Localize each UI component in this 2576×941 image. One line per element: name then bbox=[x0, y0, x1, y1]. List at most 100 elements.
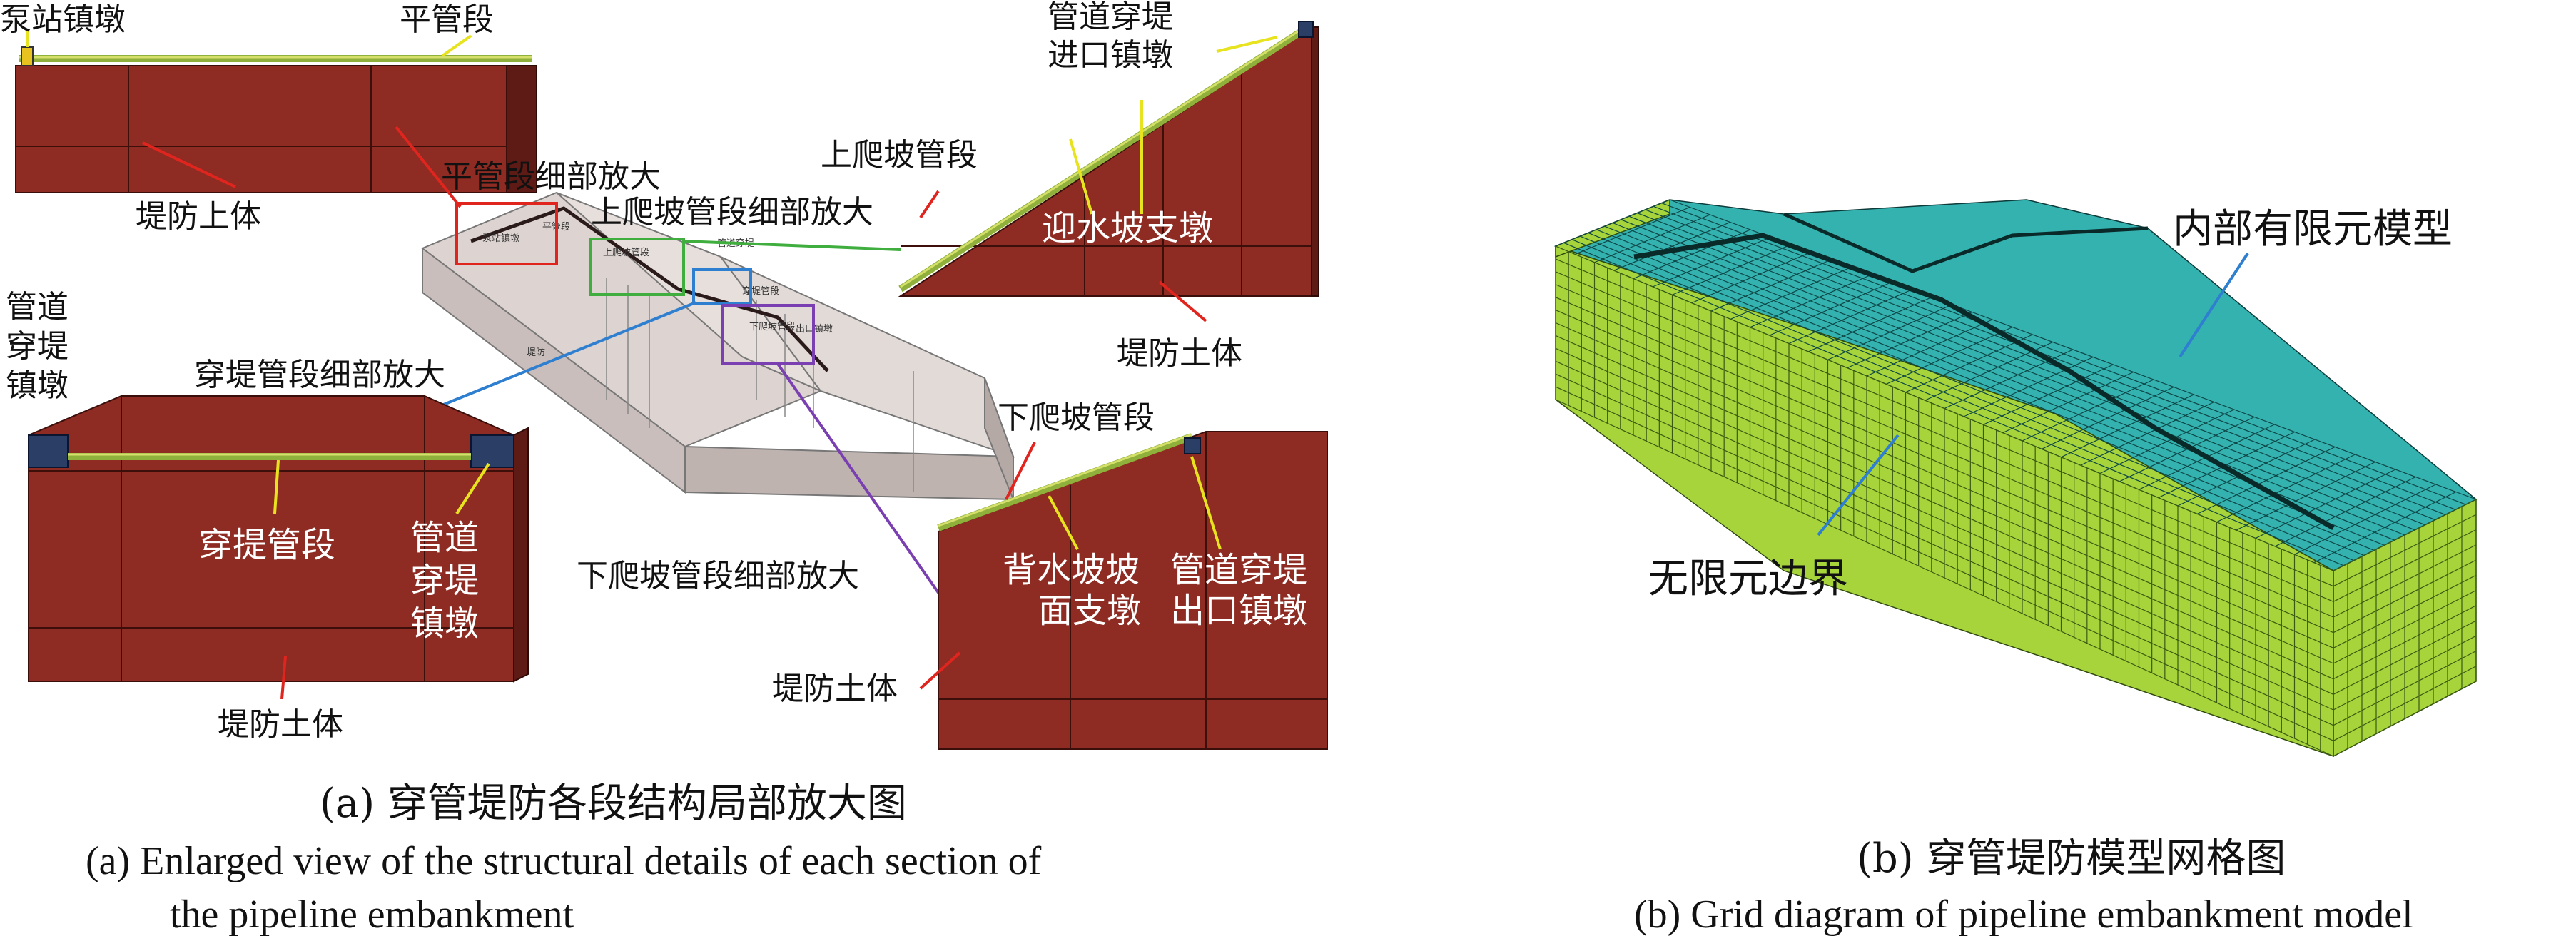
overview-tiny-label: 穿堤管段 bbox=[742, 285, 779, 297]
mesh-gridline bbox=[1628, 215, 2425, 526]
mesh-gridline bbox=[1555, 271, 2334, 602]
overview-pipe bbox=[470, 206, 829, 372]
crossing-pier-right bbox=[470, 434, 514, 468]
overview-front-right bbox=[684, 445, 1014, 501]
uphill-pipe-highlight bbox=[900, 25, 1307, 288]
label-inlet-pier-1: 管道穿堤 bbox=[1048, 0, 1173, 35]
leader-downstream-support bbox=[1048, 495, 1079, 550]
mesh-gridline bbox=[2333, 559, 2477, 634]
mesh-gridline bbox=[2333, 544, 2477, 618]
caption-a-cn: (a) 穿管堤防各段结构局部放大图 bbox=[320, 780, 907, 827]
label-embankment-top: 堤防上体 bbox=[136, 198, 261, 235]
leader-inlet-pier bbox=[1216, 36, 1278, 53]
zoom-box-flat bbox=[455, 202, 558, 265]
mesh-gridline bbox=[1645, 209, 2446, 515]
mesh-gridline bbox=[2333, 499, 2477, 571]
label-crossing-pier-2: 穿堤 bbox=[6, 328, 69, 365]
uphill-block-side bbox=[1311, 26, 1319, 297]
mesh-gridline bbox=[2333, 681, 2477, 757]
mesh-gridline bbox=[1555, 297, 2334, 634]
label-infinite-boundary: 无限元边界 bbox=[1648, 556, 1848, 602]
mesh-gridline bbox=[1555, 399, 2334, 757]
mesh-gridline bbox=[1637, 213, 2436, 521]
mesh-ridge-trace bbox=[1783, 212, 2149, 273]
leader-crossing-pipe bbox=[273, 459, 280, 514]
overview-model: 泵站镇墩 平管段 上爬坡管段 管道穿堤 穿堤管段 下爬坡管段 出口镇墩 堤防 bbox=[385, 126, 1015, 597]
mesh-gridline bbox=[2333, 605, 2477, 680]
label-downstream-support-2: 面支墩 bbox=[1038, 591, 1141, 631]
label-inlet-pier-2: 进口镇墩 bbox=[1048, 37, 1173, 73]
panel-a: 泵站镇墩 平管段 堤防上体 管道穿堤 进口镇墩 上爬坡管段 迎水坡支墩 堤防土体 bbox=[0, 0, 1328, 937]
mesh-gridline bbox=[1555, 284, 2334, 618]
mesh-gridline bbox=[1555, 335, 2334, 680]
infinite-mesh-lines bbox=[1555, 245, 2477, 757]
label-crossing-pier-b-1: 管道 bbox=[410, 518, 479, 558]
downhill-section-block bbox=[919, 431, 1328, 750]
uphill-pipe bbox=[898, 25, 1308, 293]
mesh-gridline bbox=[1555, 347, 2334, 695]
label-downstream-support-1: 背水坡坡 bbox=[1003, 550, 1140, 590]
label-crossing-pier-b-2: 穿堤 bbox=[410, 561, 479, 601]
mesh-gridline bbox=[1555, 386, 2334, 741]
zoom-box-uphill bbox=[589, 238, 685, 296]
mesh-gridline bbox=[2333, 589, 2477, 664]
leader-soil-lower bbox=[919, 651, 961, 690]
leader-embankment-top bbox=[142, 141, 236, 188]
mesh-gridline bbox=[1555, 245, 2334, 571]
label-crossing-zoom: 穿堤管段细部放大 bbox=[194, 357, 445, 393]
flat-block-front bbox=[15, 65, 507, 193]
mesh-gridline bbox=[1555, 373, 2334, 726]
pump-pier-marker bbox=[21, 46, 34, 66]
mesh-gridline bbox=[1661, 203, 2466, 505]
mesh-gridline bbox=[2333, 620, 2477, 695]
mesh-gridline bbox=[1563, 242, 2344, 566]
label-fe-model: 内部有限元模型 bbox=[2173, 206, 2453, 253]
overview-hatch bbox=[606, 278, 914, 492]
leader-flat-section bbox=[441, 34, 472, 57]
mesh-gridline bbox=[1555, 310, 2334, 648]
leader-outlet-pier bbox=[1190, 456, 1222, 550]
panel-b: 内部有限元模型 无限元边界 (b) 穿管堤防模型网格图 (b) Grid dia… bbox=[1553, 198, 2478, 937]
mesh-gridline bbox=[2333, 635, 2477, 711]
crossing-block-side bbox=[513, 427, 529, 683]
mesh-gridline bbox=[1596, 229, 2385, 546]
leader-infinite-boundary bbox=[1817, 434, 1900, 536]
mesh-gridline bbox=[1580, 235, 2365, 556]
leader-uphill-section bbox=[919, 190, 940, 219]
mesh-pipe-trace bbox=[1633, 233, 2335, 531]
connector-downhill bbox=[776, 362, 942, 597]
inlet-pier-marker bbox=[1298, 21, 1314, 38]
connector-uphill bbox=[683, 240, 901, 251]
overview-tiny-label: 上爬坡管段 bbox=[603, 248, 649, 258]
downhill-pipe bbox=[937, 433, 1193, 531]
label-uphill-section: 上爬坡管段 bbox=[821, 137, 978, 173]
label-downhill-section: 下爬坡管段 bbox=[998, 400, 1155, 436]
caption-b-en: (b) Grid diagram of pipeline embankment … bbox=[1634, 892, 2413, 937]
mesh-gridline bbox=[2333, 650, 2477, 726]
mesh-gridline bbox=[1621, 219, 2415, 531]
leader-soil-right bbox=[1158, 280, 1207, 322]
label-downhill-zoom: 下爬坡管段细部放大 bbox=[577, 558, 859, 594]
label-crossing-pier-1: 管道 bbox=[6, 289, 69, 325]
downhill-pipe-highlight bbox=[938, 433, 1192, 527]
label-outlet-pier-2: 出口镇墩 bbox=[1170, 591, 1307, 631]
label-crossing-pier-3: 镇墩 bbox=[6, 367, 69, 404]
uphill-section-block bbox=[898, 21, 1319, 322]
mesh-gridline bbox=[1612, 222, 2405, 536]
mesh-gridline bbox=[2333, 529, 2477, 602]
label-flat-zoom: 平管段细部放大 bbox=[441, 158, 661, 195]
outlet-pier-marker bbox=[1184, 437, 1201, 454]
caption-b-cn: (b) 穿管堤防模型网格图 bbox=[1857, 835, 2286, 882]
overview-tiny-label: 下爬坡管段 bbox=[749, 322, 796, 332]
label-outlet-pier-1: 管道穿堤 bbox=[1170, 550, 1307, 590]
connector-flat bbox=[395, 126, 462, 208]
mesh-gridline bbox=[1571, 239, 2354, 561]
label-upstream-support: 迎水坡支墩 bbox=[1042, 208, 1213, 248]
leader-soil-bottom bbox=[280, 656, 287, 700]
caption-a-en-1: (a) Enlarged view of the structural deta… bbox=[86, 839, 1042, 883]
mesh-gridline bbox=[2333, 514, 2477, 587]
mesh-gridline bbox=[1588, 232, 2375, 551]
label-uphill-zoom: 上爬坡管段细部放大 bbox=[591, 194, 873, 230]
